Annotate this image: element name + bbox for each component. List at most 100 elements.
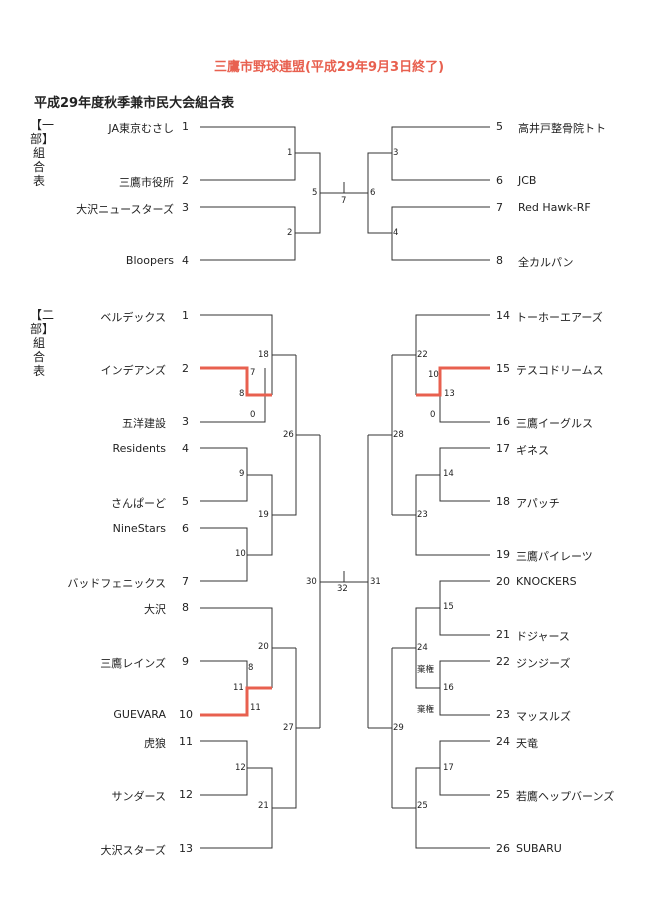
winner-path <box>416 366 490 397</box>
bracket-line <box>200 447 248 502</box>
match-number: 5 <box>312 188 318 198</box>
match-number: 21 <box>258 801 269 811</box>
division-1-label: 【一部】組合表 <box>30 118 55 188</box>
team-name: ギネス <box>516 444 549 457</box>
match-number: 9 <box>239 469 245 479</box>
team-seed: 21 <box>496 628 510 641</box>
team-seed: 20 <box>496 575 510 588</box>
match-number: 1 <box>287 148 293 158</box>
match-number: 7 <box>250 368 256 378</box>
bracket-line <box>391 206 490 261</box>
match-number: 28 <box>393 430 404 440</box>
team-name: Residents <box>112 442 166 455</box>
team-seed: 7 <box>496 201 503 214</box>
team-seed: 1 <box>182 120 189 133</box>
bracket-line <box>439 447 490 502</box>
match-number: 6 <box>370 188 376 198</box>
bracket-line <box>200 368 266 423</box>
match-number: 24 <box>417 643 428 653</box>
bracket-line <box>439 740 490 796</box>
match-number: 10 <box>428 370 439 380</box>
team-name: ベルデックス <box>100 311 166 324</box>
team-seed: 5 <box>182 495 189 508</box>
match-number: 23 <box>417 510 428 520</box>
bracket-line <box>439 580 490 636</box>
team-name: 大沢スターズ <box>100 844 166 857</box>
match-number: 4 <box>393 228 399 238</box>
team-seed: 11 <box>179 735 193 748</box>
team-seed: 17 <box>496 442 510 455</box>
team-seed: 3 <box>182 201 189 214</box>
bracket-line <box>415 314 490 395</box>
bracket-line <box>200 126 296 181</box>
match-number: 18 <box>258 350 269 360</box>
team-name: ドジャース <box>516 630 570 643</box>
team-seed: 8 <box>182 601 189 614</box>
bracket-line <box>200 740 248 796</box>
team-name: KNOCKERS <box>516 575 577 588</box>
team-name: 三鷹レインズ <box>100 657 166 670</box>
bracket-line <box>200 206 296 261</box>
team-name: アパッチ <box>516 497 560 510</box>
match-number: 11 <box>250 703 261 713</box>
bracket-line <box>272 648 297 809</box>
team-seed: 22 <box>496 655 510 668</box>
match-number: 32 <box>337 584 348 594</box>
team-seed: 1 <box>182 309 189 322</box>
team-seed: 2 <box>182 362 189 375</box>
bracket-line <box>247 474 273 556</box>
forfeit-mark: 棄権 <box>417 705 435 715</box>
bracket-line <box>200 660 248 688</box>
winner-path <box>200 686 272 717</box>
team-name: 全カルパン <box>518 256 574 269</box>
team-seed: 15 <box>496 362 510 375</box>
bracket-line <box>200 607 273 688</box>
match-number: 3 <box>393 148 399 158</box>
team-name: 三鷹市役所 <box>119 176 174 189</box>
bracket-line <box>439 395 490 423</box>
match-number: 14 <box>443 469 454 479</box>
bracket-line <box>391 126 490 181</box>
bracket-line <box>415 474 490 556</box>
team-seed: 16 <box>496 415 510 428</box>
team-seed: 24 <box>496 735 510 748</box>
match-number: 10 <box>235 549 246 559</box>
team-seed: 4 <box>182 442 189 455</box>
team-name: Bloopers <box>125 254 174 267</box>
team-name: さんぱーど <box>111 497 166 510</box>
team-seed: 7 <box>182 575 189 588</box>
team-seed: 19 <box>496 548 510 561</box>
team-name: 天竜 <box>516 737 538 750</box>
team-seed: 18 <box>496 495 510 508</box>
match-number: 31 <box>370 577 381 587</box>
team-name: GUEVARA <box>113 708 166 721</box>
team-name: マッスルズ <box>516 710 571 723</box>
team-seed: 8 <box>496 254 503 267</box>
match-number: 11 <box>233 683 244 693</box>
bracket-line <box>295 152 321 234</box>
match-number: 13 <box>444 389 455 399</box>
bracket-line <box>200 527 248 582</box>
match-number: 29 <box>393 723 404 733</box>
team-seed: 14 <box>496 309 510 322</box>
team-name: JCB <box>518 174 537 187</box>
bracket-line <box>367 152 392 234</box>
team-name: バッドフェニックス <box>67 577 166 590</box>
team-seed: 26 <box>496 842 510 855</box>
match-number: 8 <box>248 663 254 673</box>
match-number: 12 <box>235 763 246 773</box>
team-seed: 12 <box>179 788 193 801</box>
match-number: 16 <box>443 683 454 693</box>
match-number: 22 <box>417 350 428 360</box>
team-name: テスコドリームス <box>516 364 604 377</box>
team-seed: 25 <box>496 788 510 801</box>
match-number: 26 <box>283 430 294 440</box>
team-name: トーホーエアーズ <box>516 311 603 324</box>
match-number: 0 <box>250 410 256 420</box>
team-name: インデアンズ <box>100 364 166 377</box>
team-seed: 10 <box>179 708 193 721</box>
match-number: 17 <box>443 763 454 773</box>
team-seed: 4 <box>182 254 189 267</box>
team-name: サンダース <box>111 790 166 803</box>
